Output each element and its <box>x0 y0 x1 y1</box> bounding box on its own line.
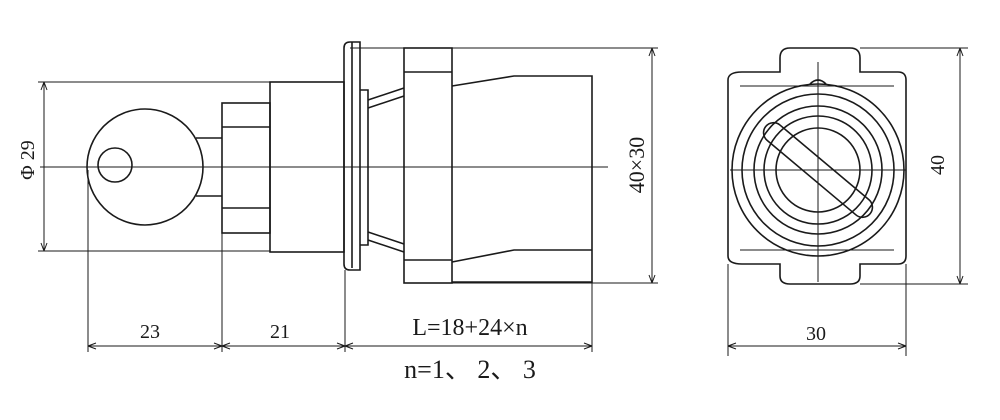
pins <box>367 87 405 253</box>
end-view <box>727 47 907 285</box>
width-dim <box>727 264 907 356</box>
dim-collar-length: 21 <box>270 321 290 343</box>
side-view <box>38 41 608 352</box>
mounting-flange <box>343 41 361 271</box>
extension-lines <box>221 233 593 352</box>
dim-key-diameter: Φ 29 <box>17 140 39 180</box>
collar-lines <box>222 126 270 209</box>
end-dimensions <box>727 47 968 356</box>
contact-block-front <box>403 47 453 284</box>
dim-key-length: 23 <box>140 321 160 343</box>
contact-block-lines <box>404 71 452 261</box>
key-neck <box>196 137 222 197</box>
dim-body-length-formula: L=18+24×n <box>412 315 527 341</box>
section-dim <box>350 47 658 284</box>
contact-block-body <box>451 75 593 283</box>
dim-n-values: n=1、 2、 3 <box>404 355 536 384</box>
dim-end-width: 30 <box>806 323 826 345</box>
key-slot <box>762 121 874 219</box>
end-centerlines <box>730 62 906 282</box>
key-hole <box>97 147 133 183</box>
collar <box>221 102 271 234</box>
length-arrows <box>87 342 593 350</box>
dim-body-section: 40×30 <box>624 137 649 193</box>
diameter-dim <box>40 81 48 252</box>
housing-inner-lines <box>740 85 894 251</box>
dim-end-height: 40 <box>927 155 949 175</box>
height-dim <box>860 47 968 285</box>
key-envelope <box>38 81 270 352</box>
end-housing <box>727 47 907 285</box>
side-dimensions <box>40 47 658 352</box>
